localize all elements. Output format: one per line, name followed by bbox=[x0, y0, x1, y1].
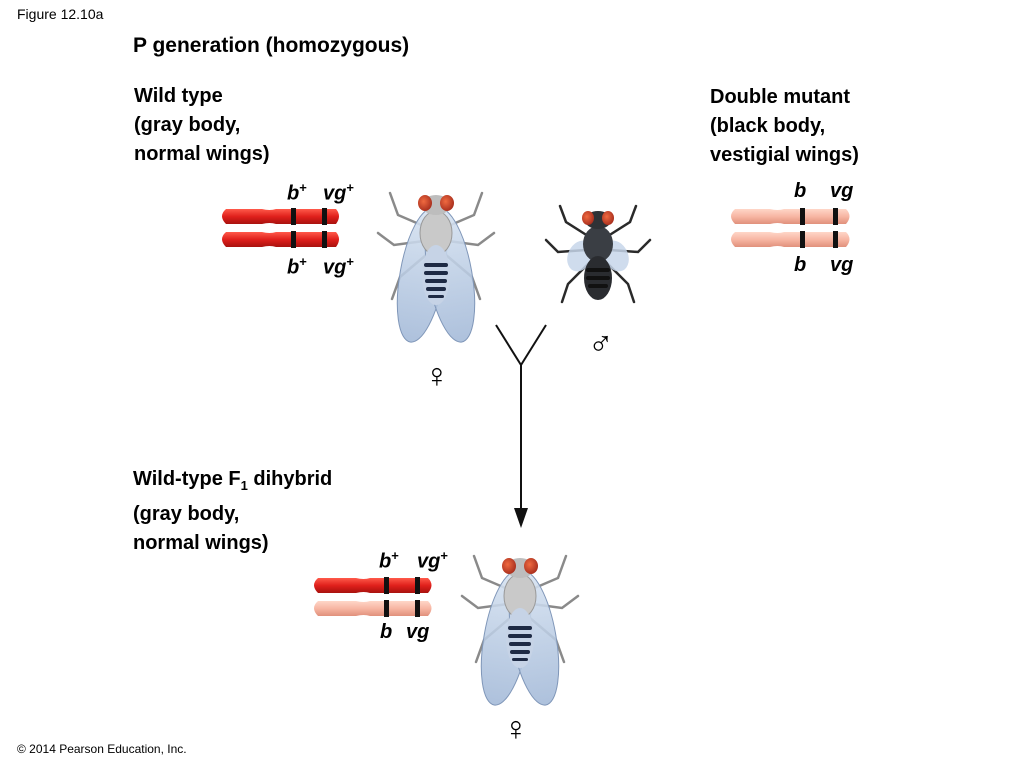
f1-line1-main: Wild-type F bbox=[133, 468, 241, 490]
f1-line3: normal wings) bbox=[133, 532, 269, 554]
p-generation-title: P generation (homozygous) bbox=[133, 34, 410, 57]
wild-type-line1: Wild type bbox=[134, 85, 223, 107]
f1-allele-b: b bbox=[380, 621, 393, 643]
f1-band-b bbox=[384, 600, 389, 617]
double-mutant-label: Double mutant (black body, vestigial win… bbox=[710, 83, 859, 170]
f1-line1-rest: dihybrid bbox=[247, 468, 333, 490]
wild-type-label: Wild type (gray body, normal wings) bbox=[134, 82, 270, 169]
allele-b-bottom: b bbox=[794, 254, 807, 276]
double-mutant-male-fly bbox=[544, 204, 652, 304]
f1-allele-vg-plus: vg+ bbox=[417, 548, 448, 573]
f1-band-b-plus bbox=[384, 577, 389, 594]
mutant-chromosome-top bbox=[731, 209, 850, 224]
band-b-plus-top bbox=[291, 208, 296, 225]
allele-b-top: b bbox=[794, 180, 807, 202]
wild-chromosome-pair bbox=[222, 208, 339, 248]
f1-allele-b-plus: b+ bbox=[379, 548, 399, 573]
band-b-bottom bbox=[800, 231, 805, 248]
f1-allele-vg: vg bbox=[406, 621, 430, 643]
band-vg-top bbox=[833, 208, 838, 225]
f1-band-vg bbox=[415, 600, 420, 617]
f1-chromosome-mutant bbox=[314, 601, 432, 616]
f1-subscript: 1 bbox=[240, 478, 248, 493]
double-mutant-line1: Double mutant bbox=[710, 86, 850, 108]
cross-arrow bbox=[495, 324, 547, 510]
allele-vg-plus-bottom: vg+ bbox=[323, 254, 354, 279]
band-vg-plus-top bbox=[322, 208, 327, 225]
double-mutant-line3: vestigial wings) bbox=[710, 144, 859, 166]
arrowhead bbox=[514, 508, 528, 528]
band-b-top bbox=[800, 208, 805, 225]
wild-chromosome-top bbox=[222, 209, 339, 224]
f1-chromosome-wild bbox=[314, 578, 432, 593]
f1-band-vg-plus bbox=[415, 577, 420, 594]
female-symbol-p: ♀ bbox=[424, 357, 450, 395]
allele-vg-top: vg bbox=[830, 180, 854, 202]
f1-line1: Wild-type F1 dihybrid bbox=[133, 465, 332, 500]
mutant-chromosome-bottom bbox=[731, 232, 850, 247]
wild-chromosome-bottom bbox=[222, 232, 339, 247]
figure-label: Figure 12.10a bbox=[17, 6, 104, 22]
band-b-plus-bottom bbox=[291, 231, 296, 248]
male-symbol-p: ♂ bbox=[588, 325, 614, 363]
allele-vg-bottom: vg bbox=[830, 254, 854, 276]
f1-wild-type-female-fly bbox=[460, 554, 580, 706]
mutant-chromosome-pair bbox=[731, 208, 850, 248]
wild-type-line2: (gray body, bbox=[134, 114, 241, 136]
f1-chromosome-pair bbox=[314, 577, 432, 617]
double-mutant-line2: (black body, bbox=[710, 115, 826, 137]
wild-type-female-fly bbox=[376, 191, 496, 343]
allele-b-plus-bottom: b+ bbox=[287, 254, 307, 279]
f1-label: Wild-type F1 dihybrid (gray body, normal… bbox=[133, 465, 332, 558]
wild-type-line3: normal wings) bbox=[134, 143, 270, 165]
copyright-notice: © 2014 Pearson Education, Inc. bbox=[17, 742, 187, 756]
allele-vg-plus-top: vg+ bbox=[323, 180, 354, 205]
female-symbol-f1: ♀ bbox=[503, 710, 529, 748]
band-vg-bottom bbox=[833, 231, 838, 248]
band-vg-plus-bottom bbox=[322, 231, 327, 248]
allele-b-plus-top: b+ bbox=[287, 180, 307, 205]
f1-line2: (gray body, bbox=[133, 503, 240, 525]
